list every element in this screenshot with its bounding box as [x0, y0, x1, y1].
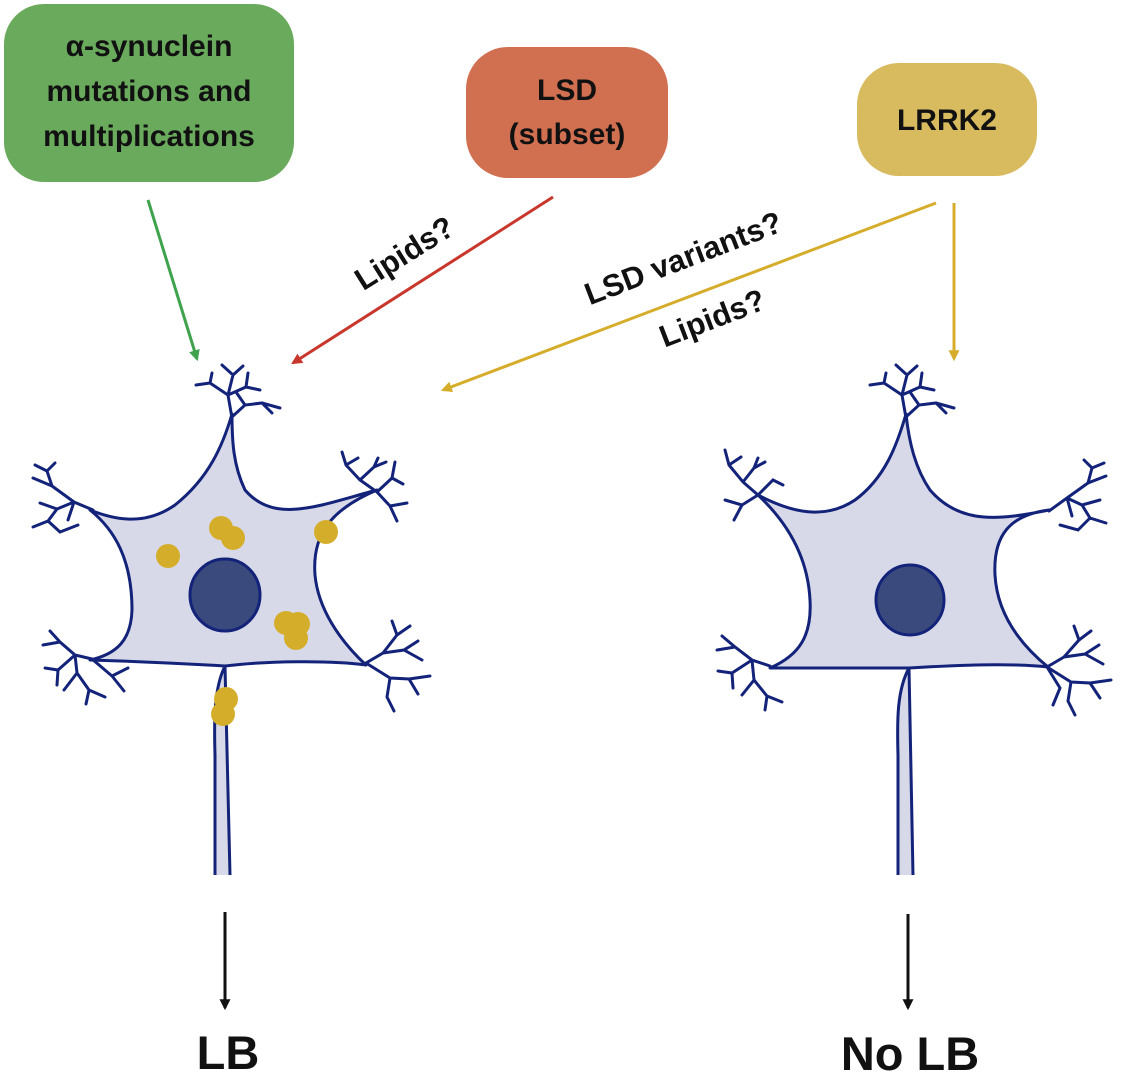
synuclein-to-neuron-arrow: [146, 199, 200, 362]
left-neuron-dendrites: [31, 363, 432, 713]
right-neuron-nucleus: [874, 563, 946, 637]
right-outcome-label: No LB: [841, 1027, 979, 1078]
right-neuron: [715, 363, 1113, 876]
synuclein-line-2: mutations and: [46, 75, 251, 108]
synuclein-box: α-synuclein mutations and multiplication…: [4, 4, 294, 182]
synuclein-line-3: multiplications: [43, 120, 255, 153]
right-neuron-body: [756, 412, 1051, 876]
lrrk2-box: LRRK2: [857, 63, 1037, 176]
left-outcome-label: LB: [197, 1026, 260, 1078]
lewy-body-inclusions: [156, 516, 338, 726]
left-neuron: [31, 363, 432, 876]
lrrk2-line-1: LRRK2: [897, 104, 997, 137]
left-neuron-body: [88, 412, 379, 876]
lsd-line-1: LSD: [537, 74, 597, 107]
lrrk2-to-left-neuron-arrow: [440, 201, 937, 393]
lsd-line-2: (subset): [509, 118, 626, 151]
lsd-to-neuron-arrow: [291, 195, 554, 365]
left-neuron-nucleus: [188, 557, 262, 633]
lsd-box: LSD (subset): [466, 47, 668, 178]
lsd-edge-label: Lipids?: [348, 209, 460, 297]
lrrk2-edge-label-2: Lipids?: [655, 282, 770, 354]
right-neuron-dendrites: [715, 363, 1113, 717]
synuclein-line-1: α-synuclein: [66, 30, 233, 63]
